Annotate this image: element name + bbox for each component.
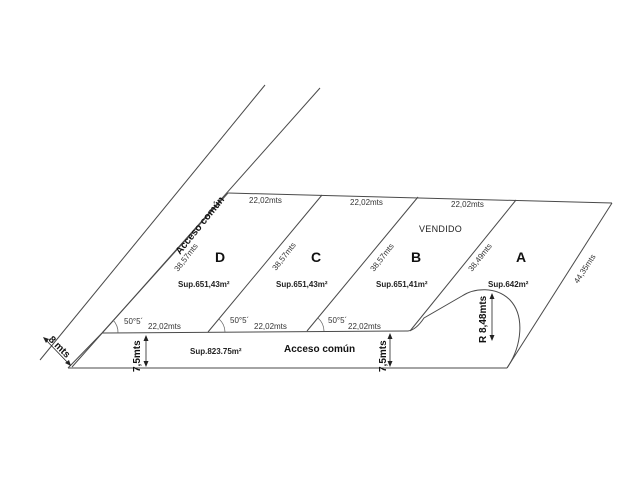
lot-b-side-dimension: 38,57mts (368, 242, 395, 273)
lot-b-back-dimension: 22,02mts (451, 200, 484, 209)
lot-d-surface: Sup.651,43m² (178, 280, 230, 289)
angle-arc-d (112, 319, 119, 334)
lot-d-angle: 50°5´ (124, 317, 143, 326)
lot-d-left-boundary (101, 192, 229, 334)
access-width-dimension (43, 337, 71, 366)
lot-a-radius-label: R 8,48mts (478, 295, 489, 343)
radius-arrow-bottom (489, 335, 495, 341)
lot-d-c-boundary (207, 194, 323, 333)
access-bottom-label: Acceso común (284, 344, 355, 355)
sold-label: VENDIDO (419, 224, 462, 234)
lot-c-back-dimension: 22,02mts (350, 198, 383, 207)
lot-b: B Sup.651,41m² 22,02mts 22,02mts 38,57mt… (328, 200, 484, 331)
left-width-arrow-top (143, 335, 149, 341)
lot-d-letter: D (215, 249, 225, 265)
lot-c-front-dimension: 22,02mts (254, 322, 287, 331)
angle-arc-b (317, 317, 325, 332)
lot-c-angle: 50°5´ (230, 316, 249, 325)
access-surface-label: Sup.823.75m² (190, 347, 242, 356)
lots-front-line (101, 330, 409, 334)
access-diagonal-label: Acceso común (174, 195, 227, 257)
lot-d-back-dimension: 22,02mts (249, 196, 282, 205)
dimension-lines (43, 293, 495, 367)
lot-b-letter: B (411, 249, 421, 265)
angle-arcs (112, 317, 325, 334)
lot-b-angle: 50°5´ (328, 316, 347, 325)
lot-b-front-dimension: 22,02mts (348, 322, 381, 331)
lot-a-right-boundary (506, 202, 613, 369)
right-width-arrow-top (387, 333, 393, 339)
angle-arc-c (218, 318, 226, 333)
left-width-arrow-bottom (143, 361, 149, 367)
lot-a-surface: Sup.642m² (488, 280, 529, 289)
access-width-arrow-b (65, 360, 71, 366)
radius-arrow-top (489, 293, 495, 299)
right-width-arrow-bottom (387, 361, 393, 367)
lot-c-letter: C (311, 249, 321, 265)
lot-c-surface: Sup.651,43m² (276, 280, 328, 289)
lots-back-line (227, 192, 613, 204)
lots-outline (101, 192, 613, 369)
access-road-lines (67, 332, 507, 369)
access-strip-outer-edge (39, 84, 266, 361)
lot-c: C Sup.651,43m² 22,02mts 22,02mts 38,57mt… (230, 198, 383, 331)
lot-b-a-boundary (409, 199, 517, 332)
lot-a-letter: A (516, 249, 526, 265)
access-road-left-edge (67, 332, 103, 369)
lot-c-side-dimension: 38,57mts (270, 241, 297, 272)
access-left-width-label: 7,5mts (132, 340, 143, 372)
lot-b-surface: Sup.651,41m² (376, 280, 428, 289)
lot-a-side-dimension: 38,49mts (466, 242, 493, 273)
lot-d-front-dimension: 22,02mts (148, 322, 181, 331)
access-width-arrow-a (43, 337, 49, 343)
access-right-width-label: 7,5mts (378, 340, 389, 372)
lot-a-right-side-dimension: 44,35mts (572, 253, 597, 285)
lot-c-b-boundary (306, 196, 419, 332)
lot-a-curved-boundary (407, 289, 521, 369)
